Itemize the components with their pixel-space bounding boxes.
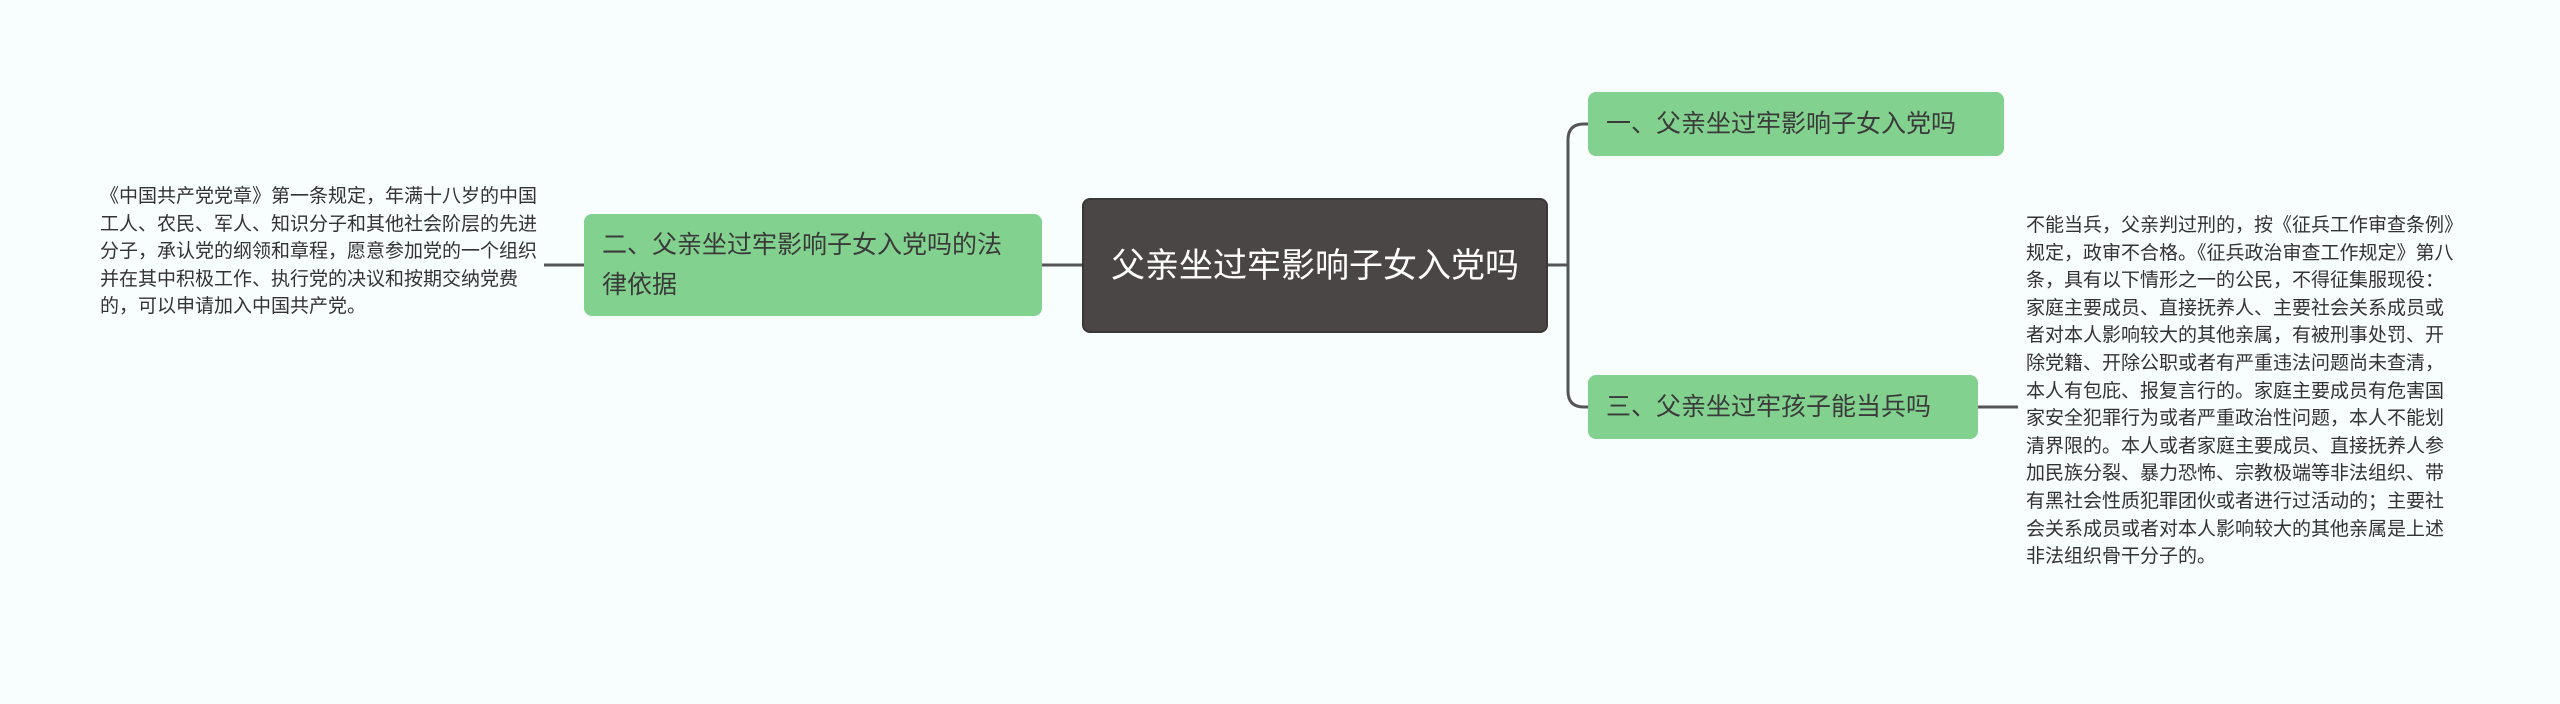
branch-label-party-admission: 一、父亲坐过牢影响子女入党吗 [1606,109,1957,138]
branch-node-party-admission[interactable]: 一、父亲坐过牢影响子女入党吗 [1588,92,2004,156]
central-topic-text: 父亲坐过牢影响子女入党吗 [1111,245,1519,286]
detail-text-military-service: 不能当兵，父亲判过刑的，按《征兵工作审查条例》规定，政审不合格。《征兵政治审查工… [2026,214,2454,568]
branch-label-legal-basis: 二、父亲坐过牢影响子女入党吗的法律依据 [602,230,1003,299]
connector-fork-to-right-bottom-branch [1566,265,1588,409]
branch-node-military-service[interactable]: 三、父亲坐过牢孩子能当兵吗 [1588,375,1978,439]
detail-text-party-constitution: 《中国共产党党章》第一条规定，年满十八岁的中国工人、农民、军人、知识分子和其他社… [100,185,538,318]
connector-fork-to-right-top-branch [1566,122,1588,265]
central-topic-node[interactable]: 父亲坐过牢影响子女入党吗 [1082,198,1548,333]
branch-label-military-service: 三、父亲坐过牢孩子能当兵吗 [1606,392,1932,421]
branch-node-legal-basis[interactable]: 二、父亲坐过牢影响子女入党吗的法律依据 [584,214,1042,316]
